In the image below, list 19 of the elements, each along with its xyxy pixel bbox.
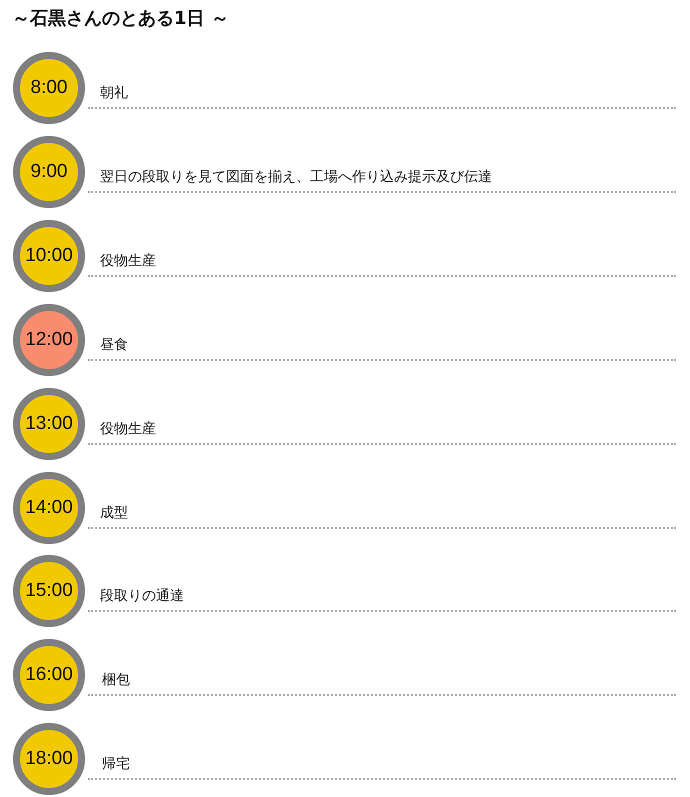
time-label: 12:00	[25, 328, 73, 351]
time-label: 9:00	[30, 160, 68, 183]
activity-text: 成型	[100, 504, 128, 522]
time-label: 8:00	[30, 77, 68, 99]
activity-text: 役物生産	[100, 252, 156, 270]
time-label: 13:00	[25, 412, 73, 435]
time-label: 18:00	[25, 748, 73, 770]
time-label: 10:00	[25, 244, 73, 267]
activity-text: 梱包	[102, 671, 130, 690]
activity-text: 翌日の段取りを見て図面を揃え、工場へ作り込み提示及び伝達	[100, 168, 492, 186]
activity-text: 帰宅	[102, 755, 130, 774]
activity-text: 昼食	[100, 336, 128, 354]
activity-text: 段取りの通達	[100, 587, 184, 606]
time-label: 16:00	[25, 664, 73, 686]
time-label: 15:00	[25, 580, 73, 602]
activity-text: 役物生産	[100, 420, 156, 438]
activity-text: 朝礼	[100, 84, 128, 102]
time-label: 14:00	[25, 496, 73, 518]
title: ～石黒さんのとある1日 ～	[12, 7, 229, 31]
